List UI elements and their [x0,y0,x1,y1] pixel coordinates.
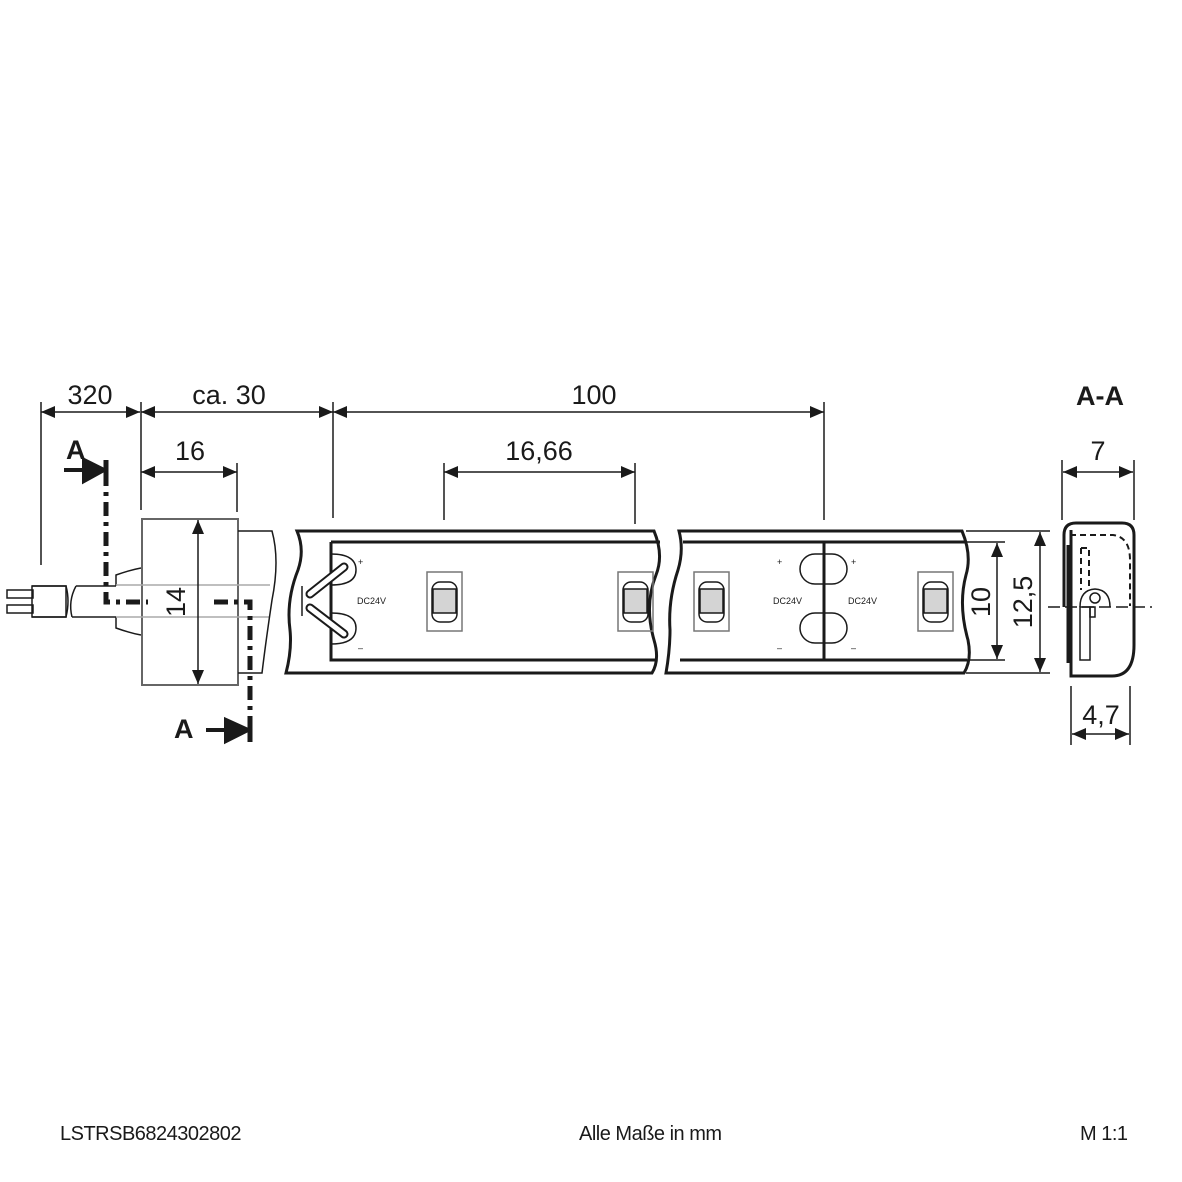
article-number: LSTRSB6824302802 [60,1123,242,1145]
dim-ca30-label: ca. 30 [192,380,266,410]
dimension-section-inner-width: 4,7 [1070,686,1131,745]
minus-label: – [851,643,856,653]
dim-16-66-label: 16,66 [505,436,573,466]
section-marker-top: A [66,435,86,465]
connector-body [116,518,277,686]
section-title: A-A [1076,381,1124,411]
units-note: Alle Maße in mm [579,1123,722,1145]
led-strip-segment-1: + – DC24V [284,529,661,675]
dim-7-label: 7 [1090,436,1105,466]
dim-100-label: 100 [571,380,616,410]
dim-12-5-label: 12,5 [1008,576,1038,629]
dimension-cable-length: 320 [40,380,140,565]
led-strip-segment-2: + + – – DC24V DC24V [664,529,971,675]
voltage-label: DC24V [357,596,386,606]
minus-label: – [777,643,782,653]
scale-label: M 1:1 [1080,1123,1128,1145]
plus-label: + [358,557,363,567]
plus-label: + [777,557,782,567]
dim-4-7-label: 4,7 [1082,700,1120,730]
led-chip-icon [917,571,954,632]
section-marker-bottom: A [174,714,194,744]
voltage-label: DC24V [848,596,877,606]
dimension-connector-height: 14 [161,520,204,684]
dimension-led-pitch: 16,66 [443,436,636,524]
dim-320-label: 320 [67,380,112,410]
section-profile [1048,521,1152,678]
dimension-section-width: 7 [1061,436,1135,520]
led-chip-icon [426,571,463,632]
dimension-strip-width: 10 [966,541,1005,661]
led-chip-icon [617,571,654,632]
plus-label: + [851,557,856,567]
dim-14-label: 14 [161,587,191,617]
dim-16-label: 16 [175,436,205,466]
led-chip-icon [693,571,730,632]
dimension-connector-body: 16 [141,436,238,512]
dimension-connector-length: ca. 30 [140,380,334,518]
cable [6,567,142,636]
voltage-label: DC24V [773,596,802,606]
dimension-profile-height: 12,5 [966,530,1050,674]
section-line: A A [64,435,253,745]
dim-10-label: 10 [966,587,996,617]
minus-label: – [358,643,363,653]
dimension-segment-length: 100 [333,380,825,520]
